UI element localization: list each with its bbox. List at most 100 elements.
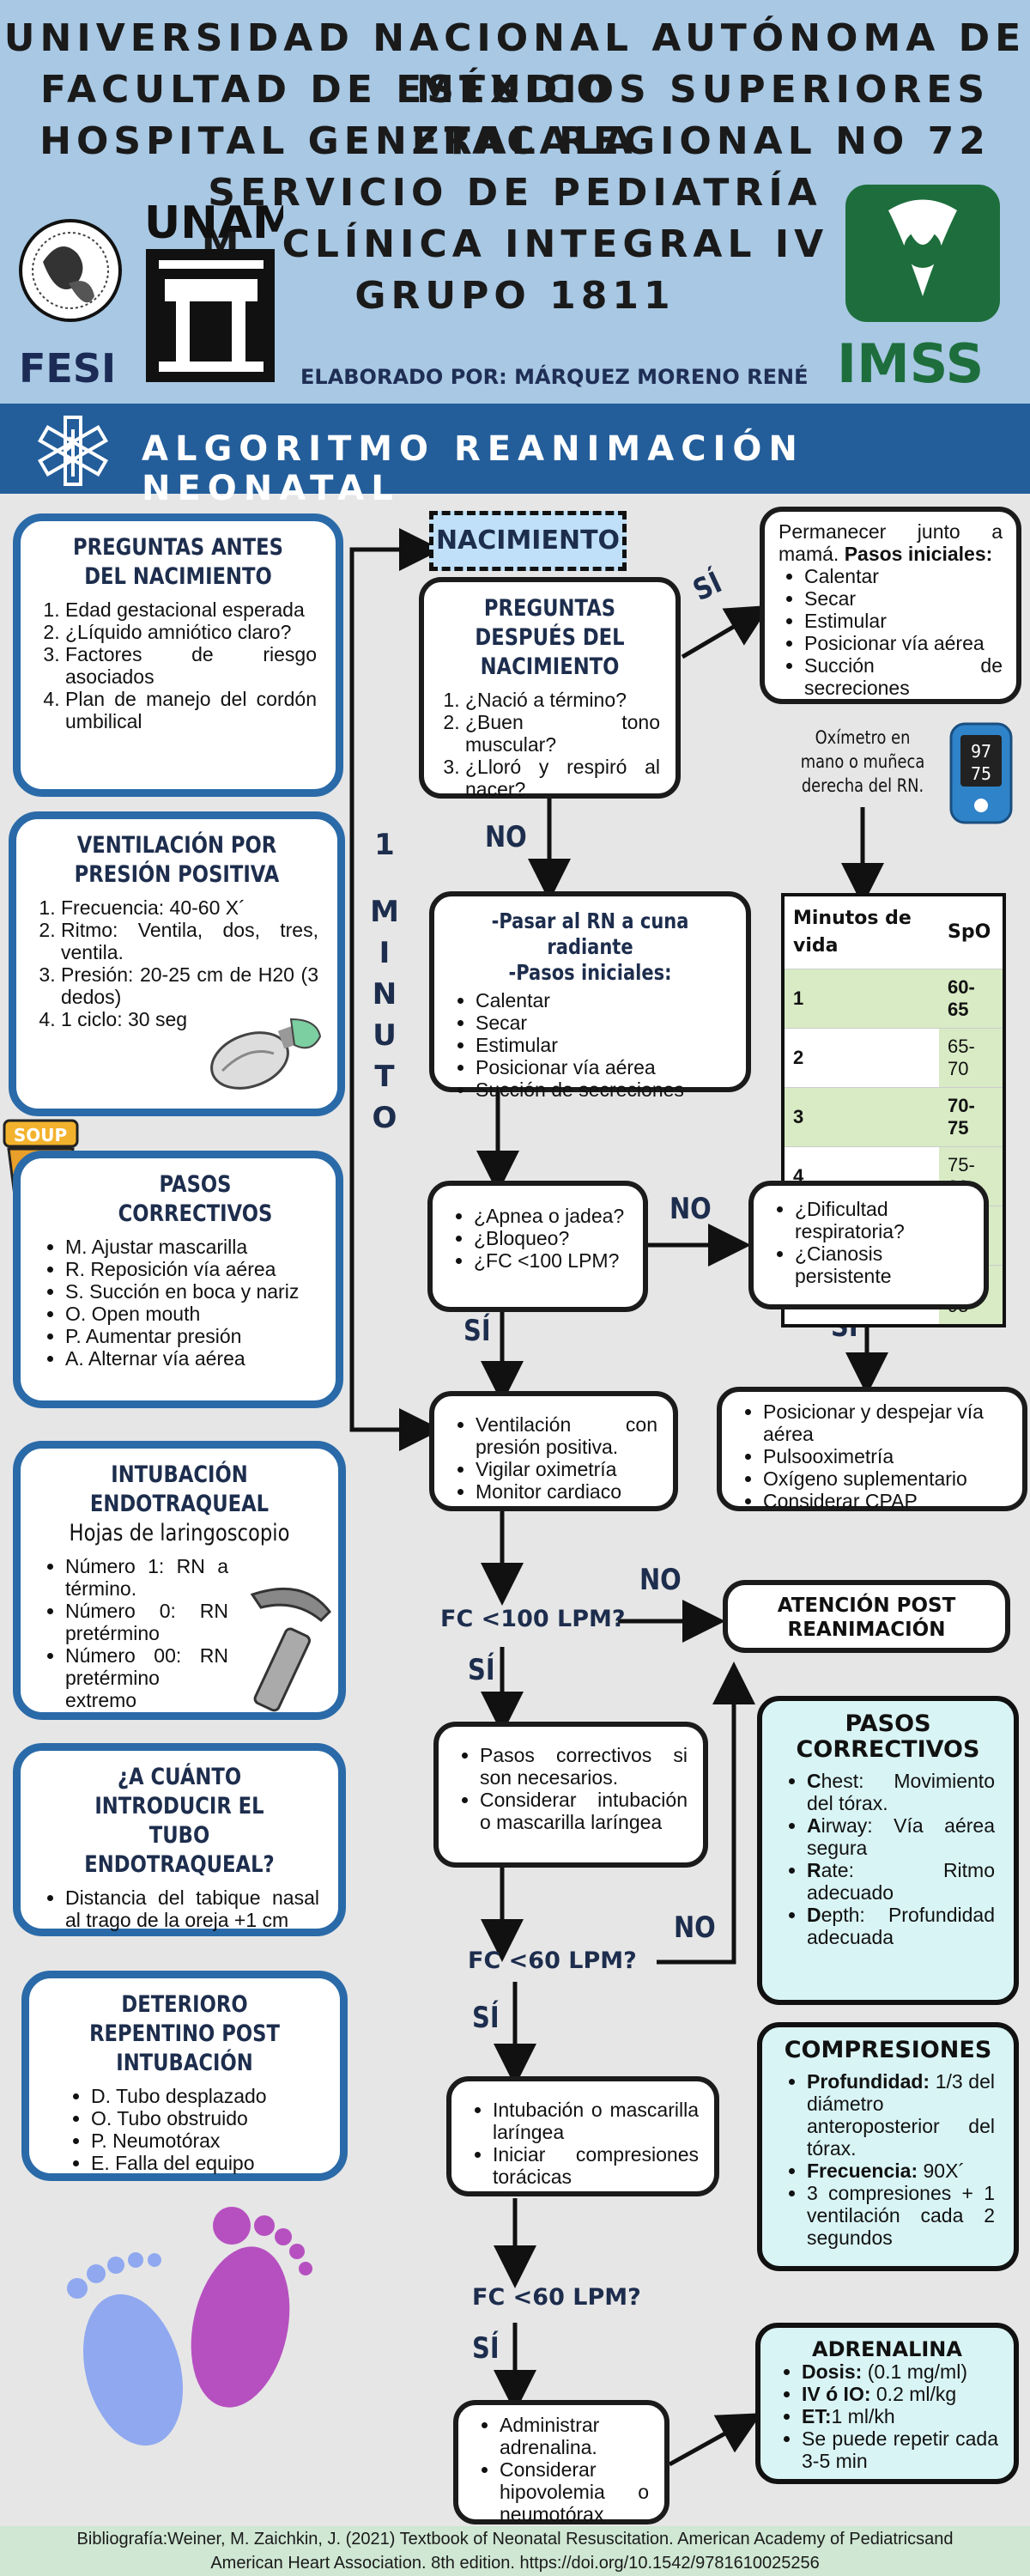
letter: D bbox=[807, 1904, 821, 1926]
list-item: Depth: Profundidad adecuada bbox=[807, 1904, 995, 1948]
desc: Ritmo adecuado bbox=[807, 1859, 995, 1904]
list-item: Airway: Vía aérea segura bbox=[807, 1814, 995, 1859]
pulse-oximeter-icon: 97 75 bbox=[949, 722, 1013, 824]
list-item: M. Ajustar mascarilla bbox=[65, 1236, 317, 1258]
bold: ET: bbox=[802, 2405, 832, 2427]
atencion-post-box: ATENCIÓN POST REANIMACIÓN bbox=[723, 1580, 1010, 1653]
posicionar-box: Posicionar y despejar vía aérea Pulsooxi… bbox=[717, 1387, 1027, 1512]
list-item: E. Falla del equipo bbox=[91, 2152, 321, 2174]
letter: C bbox=[807, 1770, 821, 1792]
list-item: ¿Nació a término? bbox=[465, 689, 660, 711]
minuto-char: N bbox=[372, 977, 397, 1012]
list-item: Factores de riesgo asociados bbox=[65, 643, 317, 688]
intubacion-subtitle: Hojas de laringoscopio bbox=[69, 1520, 290, 1546]
list-item: Pulsooximetría bbox=[763, 1445, 1007, 1467]
pasos-correctivos-right-title: PASOS CORRECTIVOS bbox=[796, 1710, 980, 1763]
ambu-bag-icon bbox=[210, 1018, 322, 1090]
list-item: P. Neumotórax bbox=[91, 2129, 321, 2152]
list-item: Número 1: RN a término. bbox=[65, 1555, 228, 1600]
list-item: Profundidad: 1/3 del diámetro anteropost… bbox=[807, 2070, 995, 2160]
cuanto-introducir-title: ¿A CUÁNTO INTRODUCIR EL TUBO ENDOTRAQUEA… bbox=[84, 1764, 275, 1878]
desc: Se puede repetir cada 3-5 min bbox=[802, 2427, 998, 2472]
bibliography-line-1: Bibliografía:Weiner, M. Zaichkin, J. (20… bbox=[76, 2530, 954, 2549]
no-label: NO bbox=[485, 820, 527, 854]
unam-text: UNAM bbox=[144, 202, 283, 249]
si-label: SÍ bbox=[472, 2001, 500, 2035]
deterioro-box: DETERIORO REPENTINO POST INTUBACIÓN D. T… bbox=[21, 1971, 348, 2181]
list-item: ¿Líquido amniótico claro? bbox=[65, 621, 317, 643]
letter: A bbox=[807, 1814, 821, 1837]
pasos-correctivos-center-box: Pasos correctivos si son necesarios. Con… bbox=[433, 1722, 708, 1868]
nacimiento-node: NACIMIENTO bbox=[429, 511, 627, 571]
list-item: Considerar CPAP bbox=[763, 1490, 1007, 1512]
cuna-title-1: -Pasar al RN a cuna radiante bbox=[491, 908, 689, 959]
list-item: 1 ciclo: 30 seg bbox=[61, 1008, 318, 1030]
header: UNIVERSIDAD NACIONAL AUTÓNOMA DE MÉXICO … bbox=[0, 0, 1030, 404]
list-item: Presión: 20-25 cm de H20 (3 dedos) bbox=[61, 963, 318, 1008]
header-line-3: HOSPITAL GENERAL REGIONAL NO 72 bbox=[39, 119, 991, 163]
dificultad-box: ¿Dificultad respiratoria? ¿Cianosis pers… bbox=[748, 1181, 989, 1309]
fesi-text: FESI bbox=[19, 345, 116, 391]
list-item: Posicionar y despejar vía aérea bbox=[763, 1400, 1007, 1445]
preguntas-antes-box: PREGUNTAS ANTES DEL NACIMIENTO Edad gest… bbox=[13, 513, 343, 797]
fc100-question: FC <100 LPM? bbox=[440, 1606, 626, 1632]
one-minute-label: 1 M I N U T O bbox=[367, 824, 402, 1139]
permanecer-box: Permanecer junto a mamá. Pasos iniciales… bbox=[760, 507, 1021, 704]
compresiones-title: COMPRESIONES bbox=[784, 2037, 992, 2063]
oxi-value-1: 97 bbox=[971, 741, 991, 762]
list-item: ¿Apnea o jadea? bbox=[474, 1205, 627, 1227]
list-item: Succión de secreciones bbox=[476, 1078, 730, 1101]
bibliography-line-2: American Heart Association. 8th edition.… bbox=[210, 2554, 820, 2573]
list-item: ¿FC <100 LPM? bbox=[474, 1249, 627, 1272]
list-item: R. Reposición vía aérea bbox=[65, 1258, 317, 1280]
bold: Profundidad: bbox=[807, 2070, 930, 2093]
no-label: NO bbox=[670, 1192, 712, 1226]
list-item: ¿Bloqueo? bbox=[474, 1227, 627, 1249]
adrenalina-title: ADRENALINA bbox=[812, 2337, 962, 2361]
imss-text: IMSS bbox=[837, 332, 984, 395]
list-item: Secar bbox=[804, 587, 1003, 610]
list-item: Rate: Ritmo adecuado bbox=[807, 1859, 995, 1904]
minuto-char: M bbox=[370, 895, 399, 929]
intubacion-compresiones-box: Intubación o mascarilla laríngea Iniciar… bbox=[446, 2076, 719, 2196]
list-item: Plan de manejo del cordón umbilical bbox=[65, 688, 317, 732]
preguntas-despues-box: PREGUNTAS DESPUÉS DEL NACIMIENTO ¿Nació … bbox=[419, 577, 681, 800]
ventilacion-box: VENTILACIÓN POR PRESIÓN POSITIVA Frecuen… bbox=[9, 811, 345, 1116]
list-item: ¿Lloró y respiró al nacer? bbox=[465, 756, 660, 800]
list-item: Pasos correctivos si son necesarios. bbox=[480, 1744, 688, 1789]
list-item: Número 0: RN pretérmino bbox=[65, 1600, 228, 1644]
no-label: NO bbox=[674, 1911, 716, 1945]
list-item: Administrar adrenalina. bbox=[500, 2414, 649, 2458]
list-item: ¿Buen tono muscular? bbox=[465, 711, 660, 756]
list-item: Frecuencia: 90X´ bbox=[807, 2160, 995, 2182]
administrar-adrenalina-box: Administrar adrenalina. Considerar hipov… bbox=[453, 2400, 670, 2525]
deterioro-title: DETERIORO REPENTINO POST INTUBACIÓN bbox=[89, 1991, 280, 2076]
bold: IV ó IO: bbox=[802, 2383, 871, 2405]
cuna-title-2: -Pasos iniciales: bbox=[508, 960, 672, 985]
pasos-correctivos-left-box: PASOS CORRECTIVOS M. Ajustar mascarilla … bbox=[13, 1151, 343, 1408]
si-label: SÍ bbox=[464, 1314, 491, 1348]
minuto-char: T bbox=[374, 1060, 395, 1094]
list-item: O. Open mouth bbox=[65, 1303, 317, 1325]
pasos-correctivos-right-box: PASOS CORRECTIVOS Chest: Movimiento del … bbox=[757, 1696, 1019, 2005]
table-cell: 70-75 bbox=[939, 1087, 1004, 1147]
cuna-radiante-box: -Pasar al RN a cuna radiante -Pasos inic… bbox=[429, 891, 751, 1101]
list-item: Considerar intubación o mascarilla larín… bbox=[480, 1789, 688, 1833]
list-item: ET:1 ml/kh bbox=[802, 2405, 998, 2427]
compresiones-box: COMPRESIONES Profundidad: 1/3 del diámet… bbox=[757, 2022, 1019, 2271]
list-item: Intubación o mascarilla laríngea bbox=[493, 2099, 699, 2143]
list-item: Calentar bbox=[804, 565, 1003, 587]
list-item: Número 00: RN pretérmino extremo bbox=[65, 1644, 228, 1711]
adrenalina-box: ADRENALINA Dosis: (0.1 mg/ml) IV ó IO: 0… bbox=[755, 2323, 1019, 2484]
header-line-6: GRUPO 1811 bbox=[354, 274, 676, 318]
laryngoscope-icon bbox=[250, 1587, 331, 1712]
list-item: Frecuencia: 40-60 X´ bbox=[61, 896, 318, 919]
desc: (0.1 mg/ml) bbox=[867, 2360, 967, 2383]
rest: epth: bbox=[821, 1904, 865, 1926]
vpp-box: Ventilación con presión positiva. Vigila… bbox=[429, 1391, 678, 1511]
imss-logo: IMSS bbox=[837, 185, 1000, 395]
preguntas-despues-title: PREGUNTAS DESPUÉS DEL NACIMIENTO bbox=[475, 595, 625, 680]
letter: R bbox=[807, 1859, 821, 1881]
desc: Profundidad adecuada bbox=[807, 1904, 995, 1948]
